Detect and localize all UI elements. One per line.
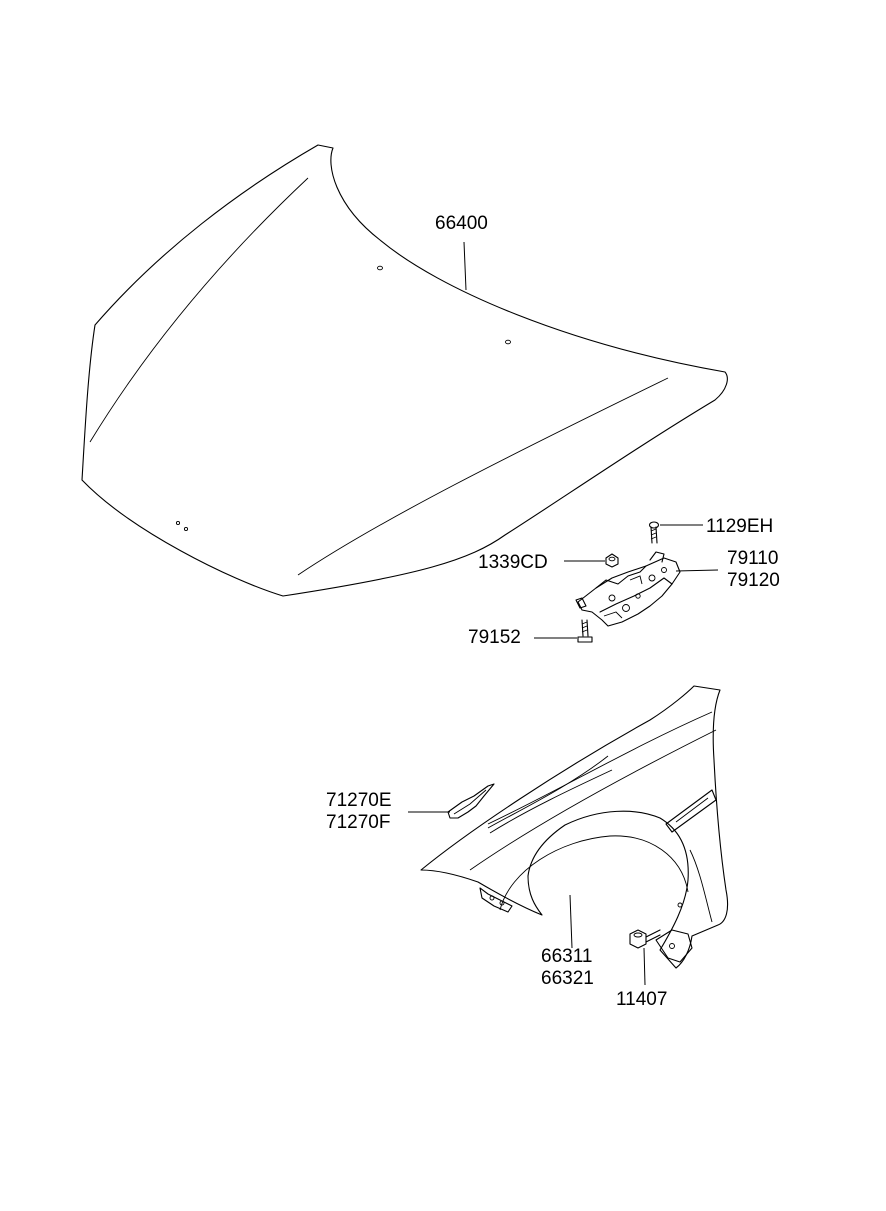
hood-panel [81,144,728,597]
part-number-1339cd: 1339CD [478,552,548,573]
part-number-71270f: 71270F [326,812,391,833]
part-number-79120: 79120 [727,570,780,591]
part-number-66400: 66400 [435,213,488,234]
fender-hole [499,900,505,906]
leader-66400 [463,241,467,291]
fender-panel [420,685,729,969]
hood-hole [377,265,383,271]
insulator-71270-icon [447,783,495,819]
hood-hole [183,526,189,532]
fender-hole [489,895,495,901]
hinge-hole [661,567,667,573]
hinge-hole [608,594,616,602]
hinge-hole [635,593,641,599]
leader-66311 [569,894,573,949]
part-number-79152: 79152 [468,627,521,648]
leader-79110 [675,569,719,572]
part-number-66311: 66311 [541,946,593,967]
fender-hole [677,902,683,908]
hinge-hole [648,574,656,582]
part-number-79110: 79110 [727,548,779,569]
bolt-1129eh-icon [648,521,660,544]
nut-1339cd-icon [605,553,619,568]
hinge-assembly [575,551,681,627]
part-number-66321: 66321 [541,968,594,989]
bolt-79152-icon [577,619,593,643]
hood-hole [175,520,181,526]
bolt-11407-icon [629,929,661,949]
part-number-1129eh: 1129EH [706,516,774,537]
fender-hole [669,943,675,949]
hinge-hole [622,604,630,612]
leader-11407 [643,947,646,986]
part-number-71270e: 71270E [326,790,392,811]
hood-hole [505,339,511,345]
part-number-11407: 11407 [616,989,668,1010]
